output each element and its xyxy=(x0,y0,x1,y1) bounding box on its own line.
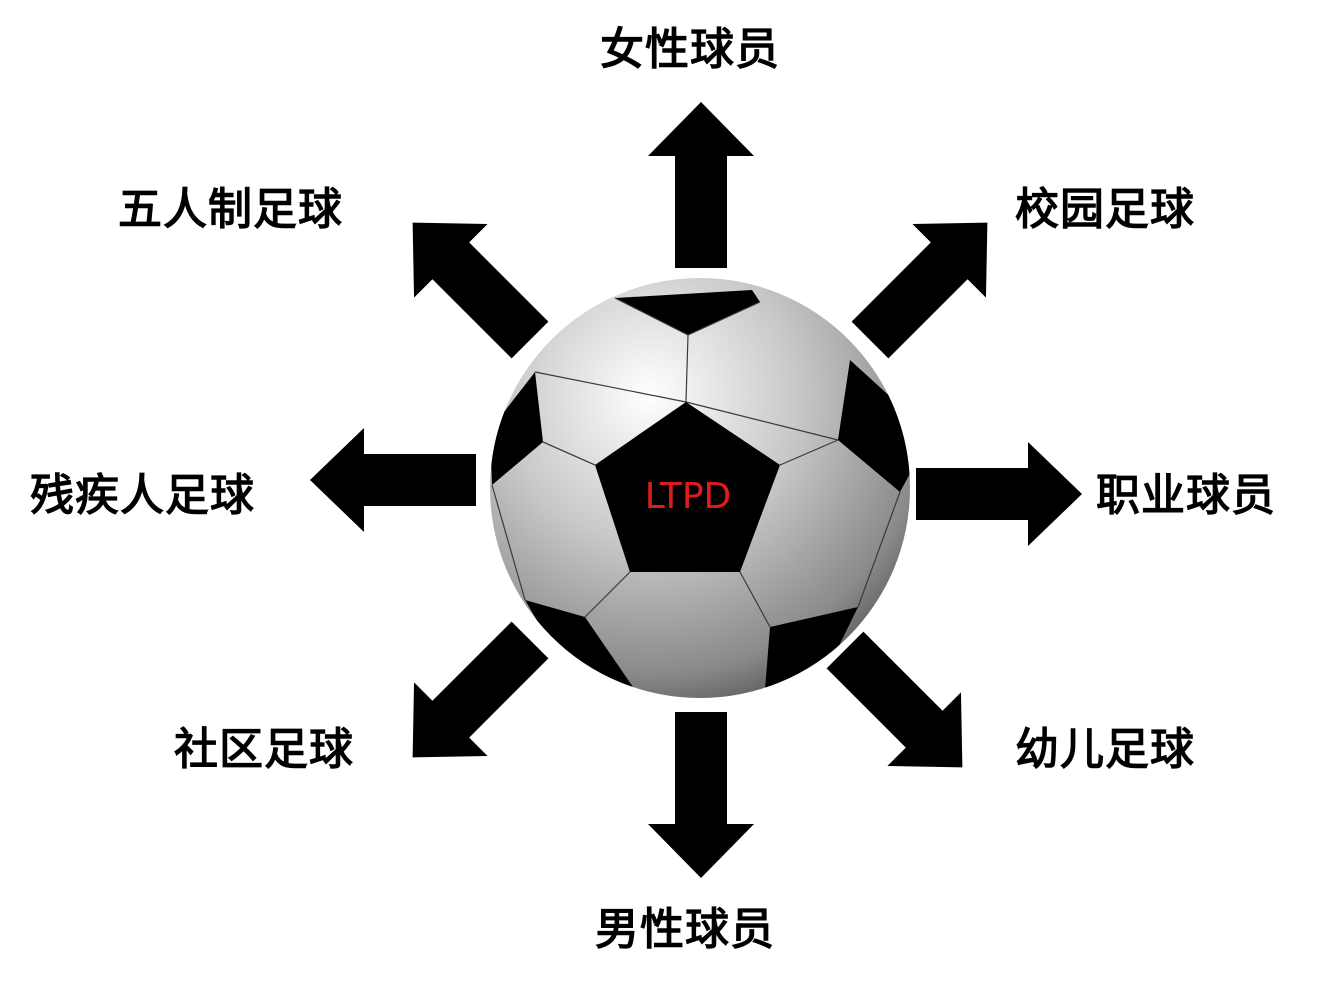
label-community-football: 社区足球 xyxy=(174,724,354,775)
label-kids-football: 幼儿足球 xyxy=(1015,724,1195,775)
arrow-right-pro xyxy=(916,442,1082,546)
arrow-upright-school xyxy=(851,222,988,359)
center-label-ltpd: LTPD xyxy=(645,476,732,517)
label-men-players: 男性球员 xyxy=(595,904,775,955)
arrow-left-disability xyxy=(310,428,476,532)
arrows-group xyxy=(310,102,1082,878)
arrow-downleft-community xyxy=(412,621,549,758)
arrow-up-women xyxy=(648,102,754,268)
label-futsal: 五人制足球 xyxy=(118,184,343,235)
arrow-downright-kids xyxy=(826,631,963,768)
arrow-upleft-futsal xyxy=(412,222,549,359)
label-school-football: 校园足球 xyxy=(1015,184,1195,235)
label-pro-players: 职业球员 xyxy=(1096,470,1276,521)
label-women-players: 女性球员 xyxy=(600,24,780,75)
soccer-ball-icon: LTPD xyxy=(490,278,910,698)
label-disability-football: 残疾人足球 xyxy=(30,470,255,521)
arrow-down-men xyxy=(648,712,754,878)
center-pentagon xyxy=(595,402,780,572)
